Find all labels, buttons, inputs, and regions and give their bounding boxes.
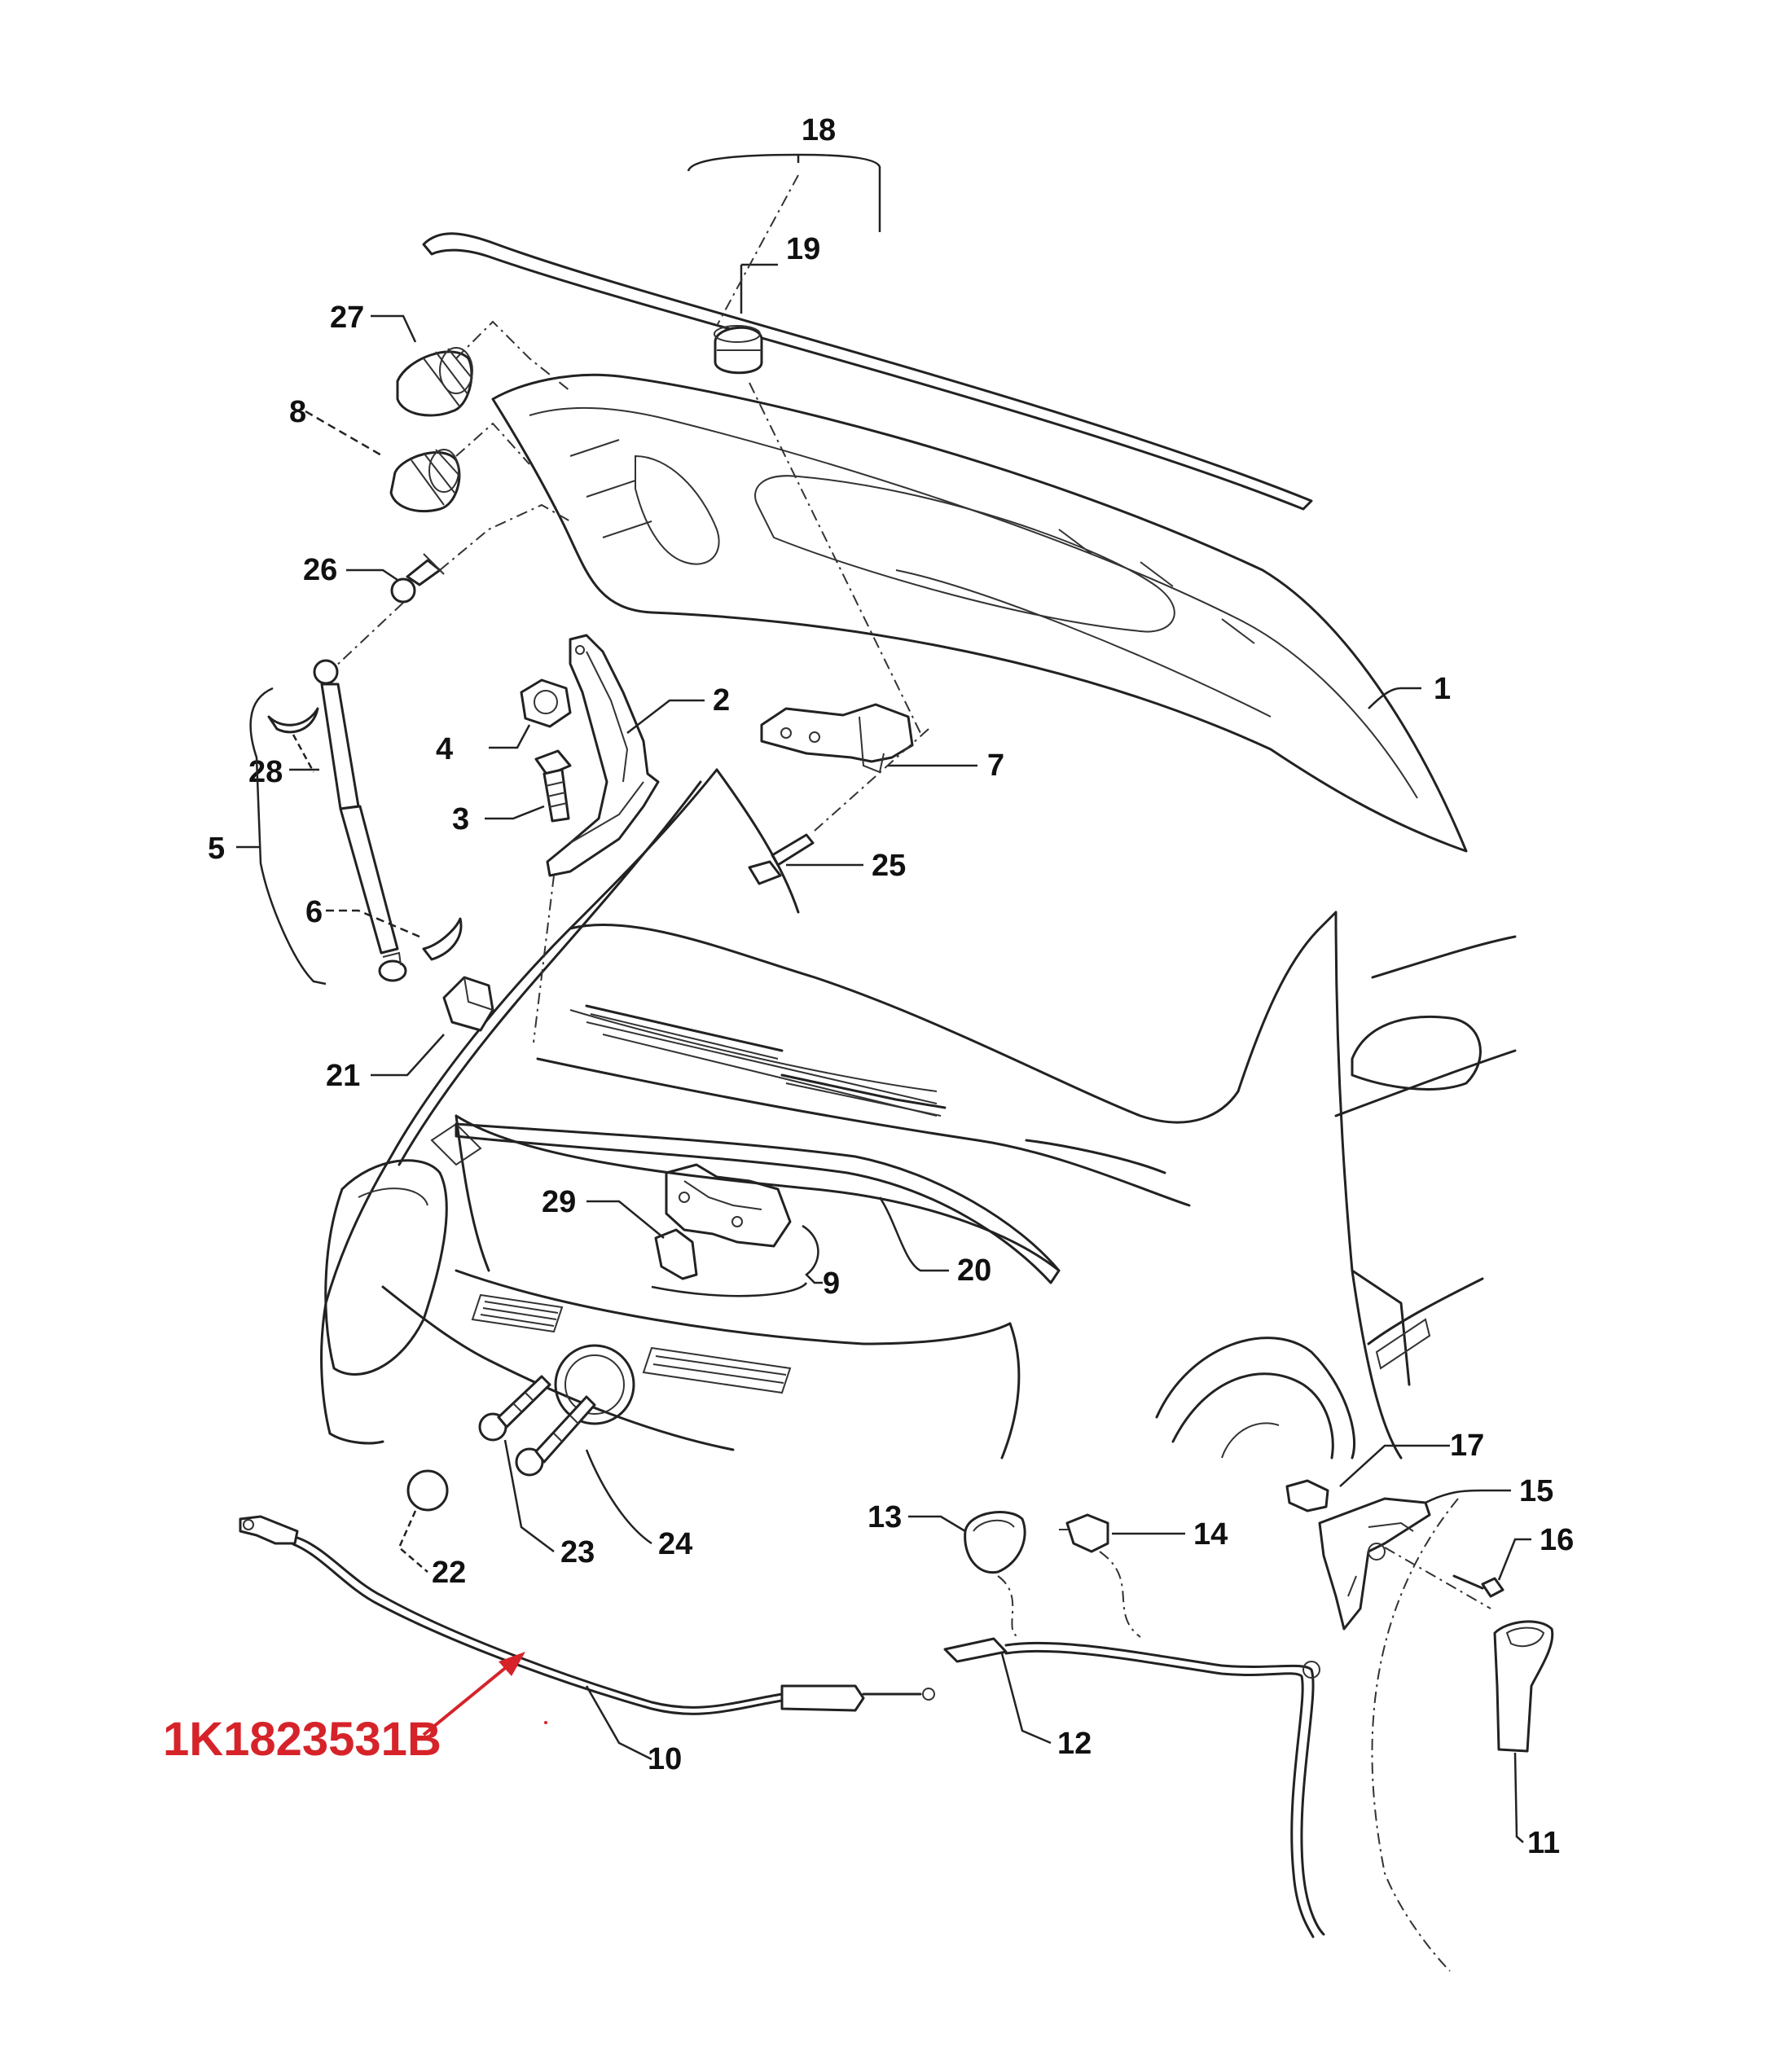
callout-10: 10 <box>648 1742 682 1776</box>
clip-14 <box>1059 1513 1109 1553</box>
strut-clip-6 <box>422 917 463 961</box>
buffer-27 <box>396 347 473 417</box>
callout-25: 25 <box>872 849 906 883</box>
callout-26: 26 <box>303 553 337 587</box>
callout-23: 23 <box>560 1535 595 1569</box>
cable-section-12 <box>943 1637 1325 1938</box>
screw-16 <box>1452 1574 1504 1598</box>
callout-19: 19 <box>786 232 820 266</box>
callout-22: 22 <box>432 1556 466 1590</box>
callout-17: 17 <box>1450 1429 1484 1463</box>
callout-16: 16 <box>1540 1523 1574 1557</box>
callout-8: 8 <box>289 395 306 429</box>
bump-stop-19 <box>714 325 763 375</box>
callout-27: 27 <box>330 301 364 335</box>
callout-1: 1 <box>1434 672 1451 706</box>
bolt-24 <box>515 1395 596 1477</box>
release-cable-10 <box>239 1515 935 1715</box>
part-number-arrow <box>422 1652 525 1736</box>
part-number-label: 1K1823531B <box>163 1713 441 1766</box>
ball-stud-26 <box>390 553 445 604</box>
bracket-18 <box>687 153 881 232</box>
callout-3: 3 <box>452 802 469 836</box>
hood-latch-9 <box>654 1163 792 1280</box>
callout-13: 13 <box>868 1500 902 1534</box>
callout-14: 14 <box>1193 1517 1228 1552</box>
bolt-3 <box>534 749 572 823</box>
callout-7: 7 <box>987 748 1004 783</box>
hood-panel <box>491 373 1468 853</box>
callout-2: 2 <box>713 683 730 718</box>
nut-4 <box>520 678 572 728</box>
callout-29: 29 <box>542 1185 576 1219</box>
callout-18: 18 <box>802 113 836 147</box>
callout-28: 28 <box>248 755 283 789</box>
car-body <box>320 768 1517 1460</box>
bracket-15 <box>1318 1497 1431 1631</box>
callout-24: 24 <box>658 1527 692 1561</box>
bracket-5 <box>249 687 327 986</box>
callout-11: 11 <box>1527 1826 1560 1860</box>
callout-20: 20 <box>957 1253 991 1288</box>
callout-9: 9 <box>823 1266 840 1301</box>
clip-21 <box>442 976 494 1032</box>
callout-6: 6 <box>305 895 323 929</box>
cap-22 <box>406 1469 449 1512</box>
screw-25 <box>748 833 815 885</box>
callout-21: 21 <box>326 1059 360 1093</box>
seal-20 <box>455 1122 1061 1284</box>
strut-clip-28 <box>267 707 319 734</box>
callout-12: 12 <box>1057 1727 1092 1761</box>
grommet-13 <box>964 1511 1026 1574</box>
clip-17 <box>1285 1479 1329 1512</box>
hood-seal-strip <box>422 232 1313 511</box>
gas-strut <box>313 659 407 982</box>
hood-hinge-2 <box>546 634 660 877</box>
buffer-8 <box>389 449 461 513</box>
bolt-23 <box>478 1375 551 1442</box>
release-handle-11 <box>1493 1620 1554 1753</box>
callout-4: 4 <box>436 732 453 766</box>
callout-5: 5 <box>208 832 225 866</box>
callout-15: 15 <box>1519 1474 1553 1508</box>
hood-lock-7 <box>760 703 914 774</box>
